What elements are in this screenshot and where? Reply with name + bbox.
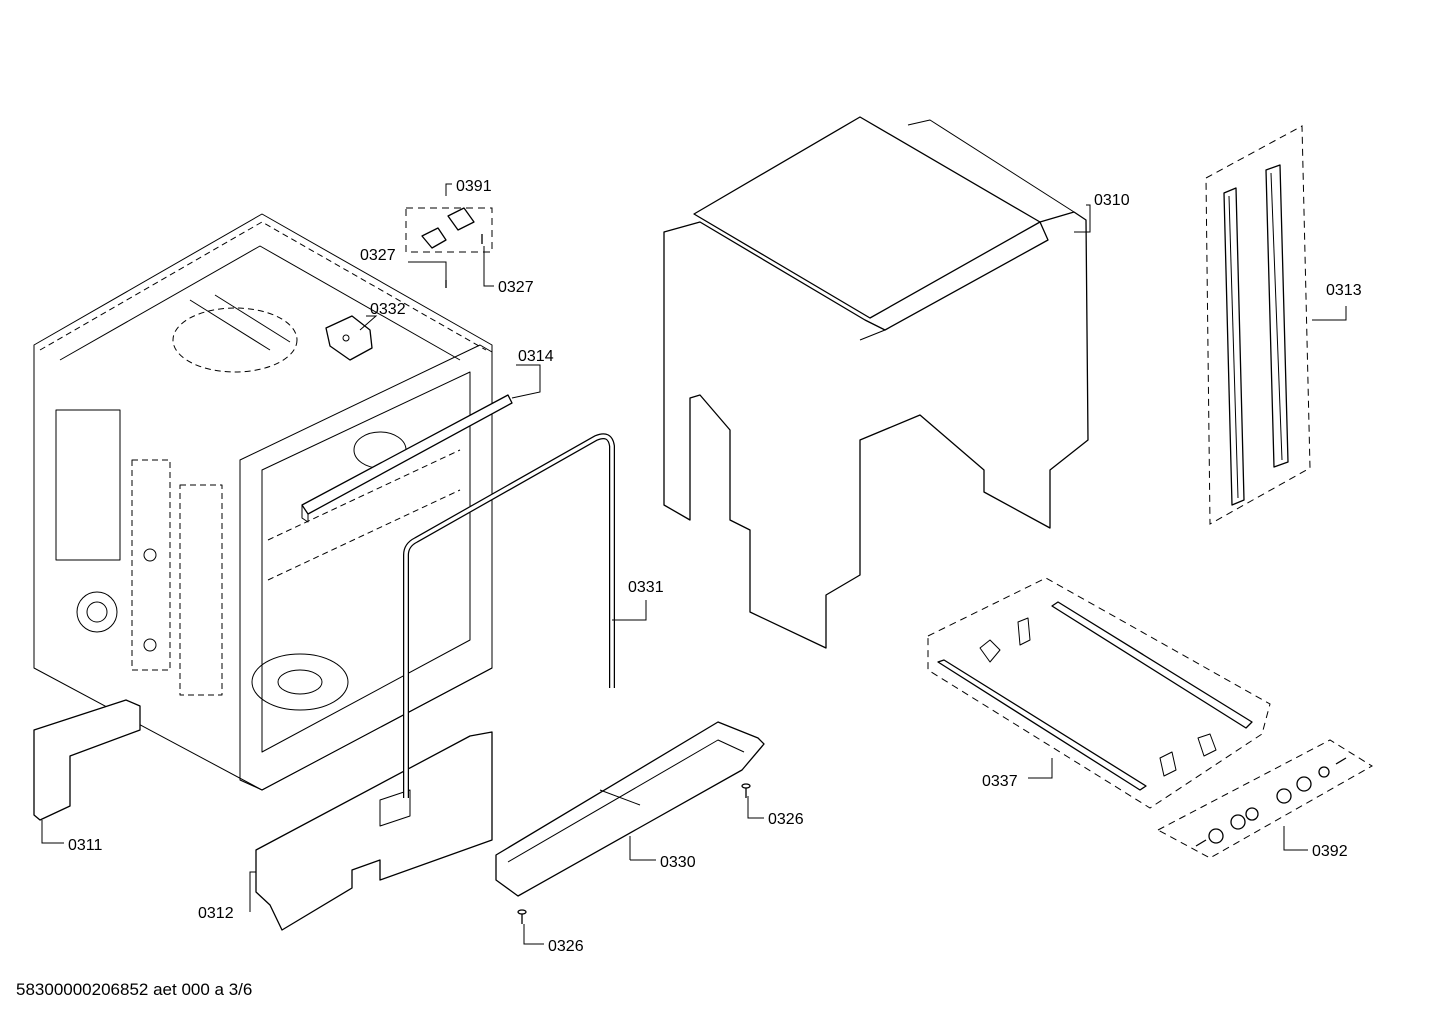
- group-box-0391: [405, 207, 493, 253]
- part-0331-door-seal: [403, 433, 615, 798]
- part-0313-side-rails: [1223, 164, 1289, 506]
- callout-0392: 0392: [1312, 843, 1348, 860]
- group-box-0313: [1205, 125, 1311, 525]
- part-0326-screw-lower: [517, 909, 527, 924]
- callout-0326-lower: 0326: [548, 938, 584, 955]
- callout-0330: 0330: [660, 854, 696, 871]
- leader-lines: [41, 183, 1347, 945]
- part-0337-mounting-rails: [937, 601, 1253, 791]
- part-0392-fastener-kit: [1195, 757, 1347, 847]
- part-0310-insulation-cover: [663, 116, 1089, 649]
- callout-0313: 0313: [1326, 282, 1362, 299]
- part-0314-top-strip: [301, 394, 513, 523]
- callout-0310: 0310: [1094, 192, 1130, 209]
- group-box-0337: [927, 577, 1271, 809]
- callout-0327-right: 0327: [498, 279, 534, 296]
- part-0332-bracket: [325, 315, 373, 361]
- callout-0391: 0391: [456, 178, 492, 195]
- part-0312-base-panel: [255, 731, 493, 931]
- callout-0332: 0332: [370, 301, 406, 318]
- callout-0327-left: 0327: [360, 247, 396, 264]
- callout-0312: 0312: [198, 905, 234, 922]
- callout-0314: 0314: [518, 348, 554, 365]
- part-0391-hinge-kit: [421, 207, 475, 249]
- callout-0326-upper: 0326: [768, 811, 804, 828]
- part-0311-side-strip: [33, 699, 141, 821]
- callout-0311: 0311: [68, 837, 103, 854]
- part-0330-base-tray: [495, 721, 765, 897]
- callout-0331: 0331: [628, 579, 664, 596]
- tub-frame: [33, 213, 493, 791]
- part-0326-screw-upper: [741, 783, 751, 798]
- callout-0337: 0337: [982, 773, 1018, 790]
- group-box-0392: [1156, 739, 1373, 859]
- document-id: 58300000206852 aet 000 a 3/6: [16, 980, 253, 999]
